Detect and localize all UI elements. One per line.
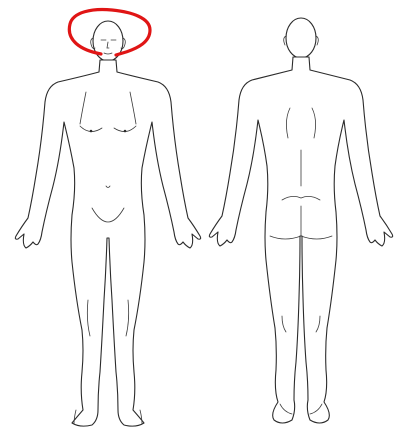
front-left-nipple (90, 130, 93, 133)
front-body-outline (15, 60, 200, 426)
front-body-figure (15, 21, 200, 426)
front-right-nipple (124, 130, 127, 133)
back-body-figure (209, 18, 392, 423)
back-body-outline (209, 57, 392, 423)
back-head (286, 18, 316, 58)
